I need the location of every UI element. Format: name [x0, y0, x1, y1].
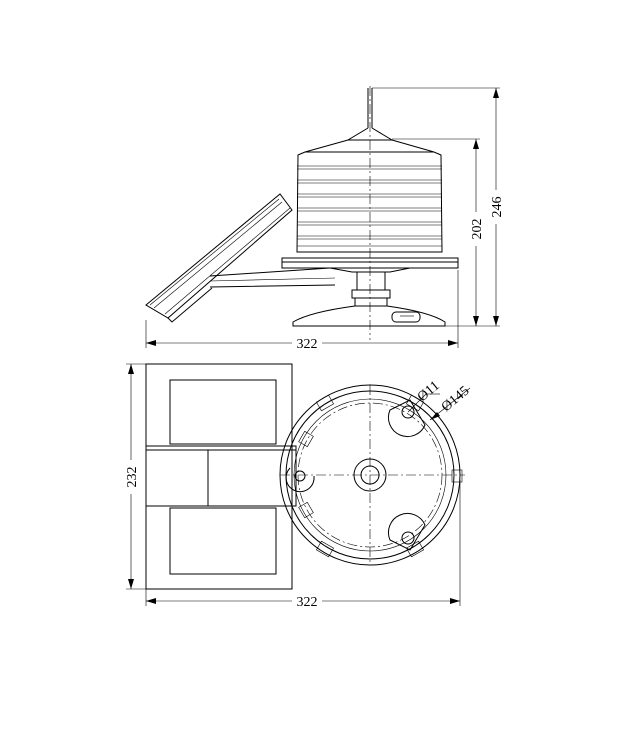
lamp-lens — [296, 139, 443, 253]
mount-bracket-top — [145, 445, 297, 507]
solar-panel-side — [145, 193, 293, 323]
top-dim-width-label: 322 — [297, 595, 318, 610]
side-dim-total-height-label: 246 — [490, 197, 505, 218]
top-dim-height: 232 — [123, 363, 146, 590]
top-view: Ø11 Ø145 232 322 — [123, 363, 472, 610]
top-dim-width: 322 — [145, 480, 461, 610]
solar-panel-top — [145, 363, 293, 590]
side-dim-width: 322 — [145, 270, 459, 352]
side-dim-total-height: 246 — [372, 87, 505, 327]
mounting-holes — [285, 399, 426, 551]
top-dim-height-label: 232 — [125, 467, 140, 488]
side-dim-lamp-height-label: 202 — [470, 219, 485, 240]
hole-leaders — [407, 387, 471, 421]
side-dim-width-label: 322 — [297, 337, 318, 352]
top-dim-base-label: Ø145 — [439, 384, 472, 415]
magnetic-base — [292, 305, 446, 327]
side-view: 322 246 202 — [145, 86, 505, 352]
lamp-post — [351, 271, 391, 307]
mount-arm — [209, 267, 336, 288]
side-dim-lamp-height: 202 — [392, 138, 485, 326]
